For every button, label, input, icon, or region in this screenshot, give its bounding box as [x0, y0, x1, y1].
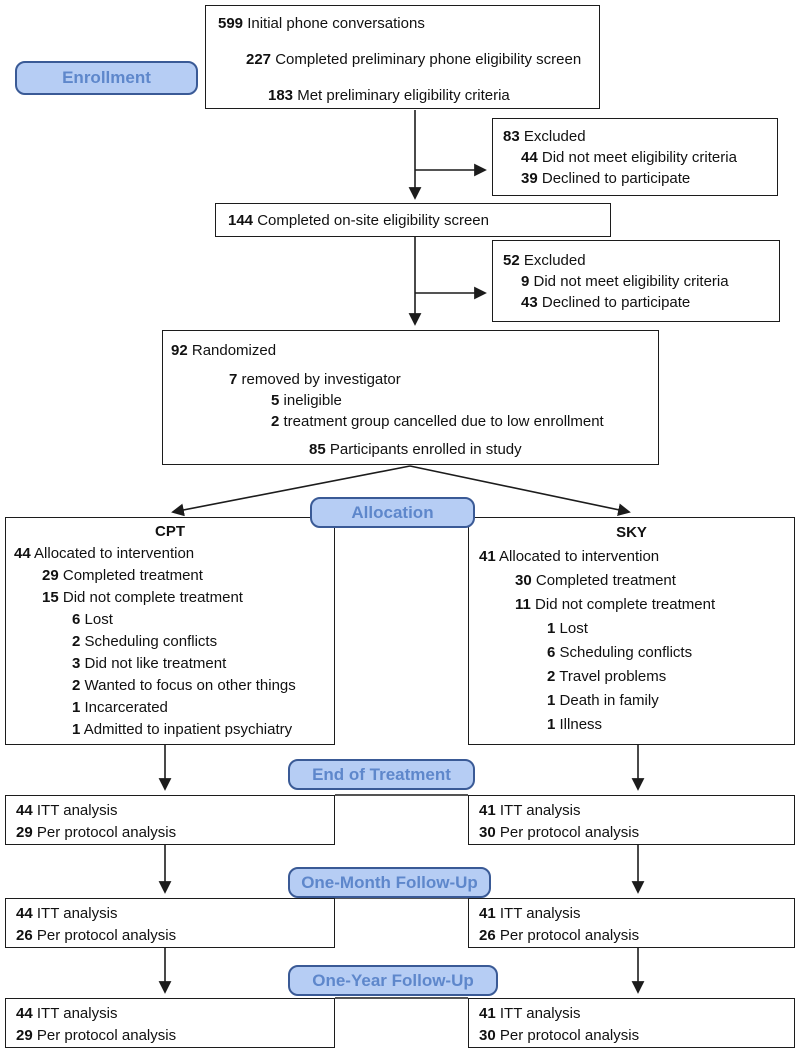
flow-line: 599 Initial phone conversations: [218, 15, 425, 32]
stage-label-text: Enrollment: [62, 68, 151, 87]
flow-line: 85 Participants enrolled in study: [309, 441, 522, 458]
flow-line: 6 Lost: [72, 611, 113, 628]
flow-line: 83 Excluded: [503, 128, 586, 145]
flow-line: 2 Scheduling conflicts: [72, 633, 218, 650]
flow-line: 26 Per protocol analysis: [479, 927, 640, 944]
one-year-stage-label: One-Year Follow-Up: [288, 965, 498, 996]
excluded-onsite-box: 52 Excluded 9 Did not meet eligibility c…: [492, 240, 780, 322]
initial-contact-box: 599 Initial phone conversations 227 Comp…: [205, 5, 600, 109]
stage-label-text: End of Treatment: [312, 764, 451, 784]
flow-line: 52 Excluded: [503, 252, 586, 269]
one-month-stage-label: One-Month Follow-Up: [288, 867, 491, 898]
flow-line: 39 Declined to participate: [521, 170, 691, 187]
eot-sky-box: 41 ITT analysis 30 Per protocol analysis: [468, 795, 795, 845]
flow-line: 29 Per protocol analysis: [16, 824, 177, 841]
flow-line: 3 Did not like treatment: [72, 655, 227, 672]
flow-line: 183 Met preliminary eligibility criteria: [268, 87, 510, 104]
flow-line: 41 ITT analysis: [479, 802, 581, 819]
stage-label-text: One-Month Follow-Up: [301, 872, 478, 892]
one-year-cpt-box: 44 ITT analysis 29 Per protocol analysis: [5, 998, 335, 1048]
flow-line: 30 Completed treatment: [515, 572, 676, 589]
flow-line: 26 Per protocol analysis: [16, 927, 177, 944]
flow-line: 144 Completed on-site eligibility screen: [228, 212, 489, 229]
randomized-box: 92 Randomized 7 removed by investigator …: [162, 330, 659, 465]
flow-line: 5 ineligible: [271, 392, 342, 409]
flow-line: 9 Did not meet eligibility criteria: [521, 273, 729, 290]
flow-line: 44 ITT analysis: [16, 802, 118, 819]
flow-line: 44 Did not meet eligibility criteria: [521, 149, 737, 166]
cpt-arm-box: CPT 44 Allocated to intervention 29 Comp…: [5, 517, 335, 745]
stage-label-text: One-Year Follow-Up: [312, 970, 474, 990]
flow-line: 30 Per protocol analysis: [479, 824, 640, 841]
end-of-treatment-stage-label: End of Treatment: [288, 759, 475, 790]
flow-line: 41 Allocated to intervention: [479, 548, 660, 565]
flow-line: 1 Admitted to inpatient psychiatry: [72, 721, 293, 738]
flow-line: 41 ITT analysis: [479, 905, 581, 922]
flow-line: 227 Completed preliminary phone eligibil…: [246, 51, 582, 68]
flow-line: 1 Illness: [547, 716, 603, 733]
one-year-sky-box: 41 ITT analysis 30 Per protocol analysis: [468, 998, 795, 1048]
sky-arm-header: SKY: [616, 524, 647, 541]
flow-line: 44 Allocated to intervention: [14, 545, 195, 562]
flow-line: 7 removed by investigator: [229, 371, 401, 388]
flow-line: 1 Lost: [547, 620, 588, 637]
one-month-sky-box: 41 ITT analysis 26 Per protocol analysis: [468, 898, 795, 948]
flow-line: 2 treatment group cancelled due to low e…: [271, 413, 604, 430]
flow-line: 11 Did not complete treatment: [515, 596, 716, 613]
flow-line: 30 Per protocol analysis: [479, 1027, 640, 1044]
flow-line: 15 Did not complete treatment: [42, 589, 243, 606]
flow-line: 44 ITT analysis: [16, 905, 118, 922]
one-month-cpt-box: 44 ITT analysis 26 Per protocol analysis: [5, 898, 335, 948]
flow-line: 2 Wanted to focus on other things: [72, 677, 296, 694]
flow-line: 92 Randomized: [171, 342, 277, 359]
flow-line: 6 Scheduling conflicts: [547, 644, 693, 661]
flow-line: 29 Per protocol analysis: [16, 1027, 177, 1044]
sky-arm-box: SKY 41 Allocated to intervention 30 Comp…: [468, 517, 795, 745]
allocation-stage-label: Allocation: [310, 497, 475, 528]
flow-line: 1 Death in family: [547, 692, 659, 709]
flow-line: 1 Incarcerated: [72, 699, 168, 716]
enrollment-stage-label: Enrollment: [15, 61, 198, 95]
flow-line: 2 Travel problems: [547, 668, 667, 685]
flow-line: 41 ITT analysis: [479, 1005, 581, 1022]
eot-cpt-box: 44 ITT analysis 29 Per protocol analysis: [5, 795, 335, 845]
cpt-arm-header: CPT: [155, 523, 185, 540]
flow-line: 29 Completed treatment: [42, 567, 203, 584]
flow-line: 44 ITT analysis: [16, 1005, 118, 1022]
stage-label-text: Allocation: [351, 502, 434, 522]
onsite-screen-box: 144 Completed on-site eligibility screen: [215, 203, 611, 237]
excluded-phone-box: 83 Excluded 44 Did not meet eligibility …: [492, 118, 778, 196]
flow-line: 43 Declined to participate: [521, 294, 691, 311]
